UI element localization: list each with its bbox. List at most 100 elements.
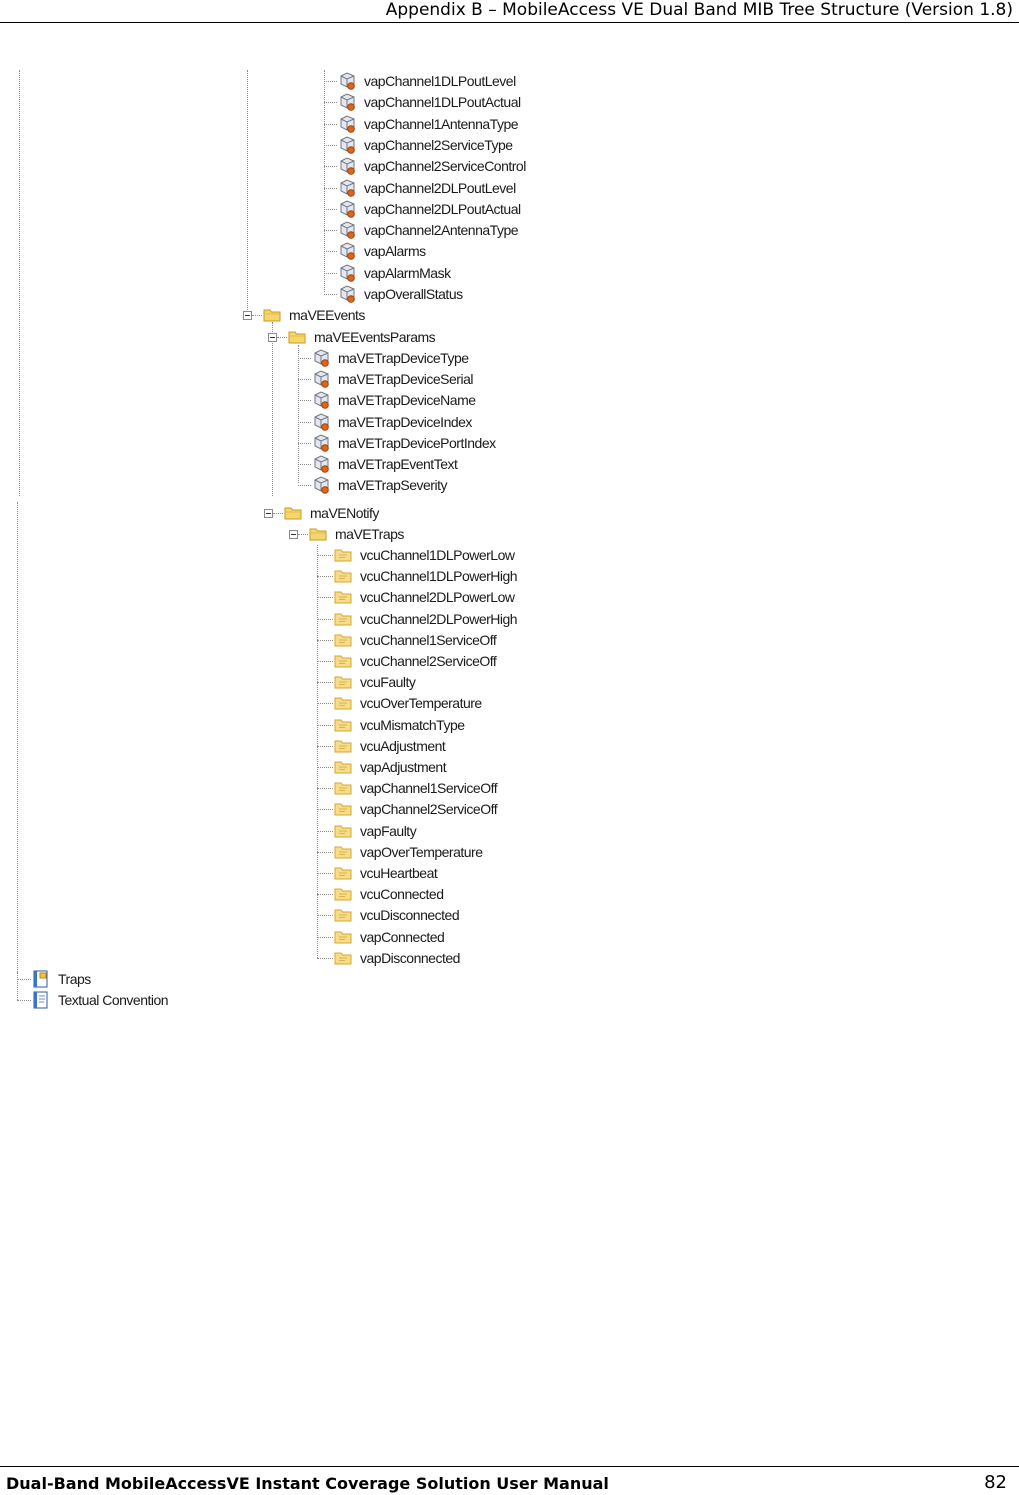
trap-vap-adjustment[interactable]: vapAdjustment bbox=[333, 757, 447, 777]
trap-folder-icon bbox=[333, 927, 354, 947]
mib-object-vap-channel2-antenna-type[interactable]: vapChannel2AntennaType bbox=[337, 220, 519, 240]
mib-object-icon bbox=[337, 241, 358, 261]
tree-node-label: vcuChannel2DLPowerHigh bbox=[360, 610, 518, 627]
collapse-toggle-icon[interactable] bbox=[243, 311, 252, 320]
trap-vcu-channel2-dlpower-low[interactable]: vcuChannel2DLPowerLow bbox=[333, 587, 515, 607]
mib-object-vap-channel2-service-control[interactable]: vapChannel2ServiceControl bbox=[337, 156, 526, 176]
mib-object-vap-alarms[interactable]: vapAlarms bbox=[337, 241, 426, 261]
tree-node-label: vcuHeartbeat bbox=[360, 865, 438, 881]
page-header: Appendix B – MobileAccess VE Dual Band M… bbox=[0, 0, 1019, 23]
mib-object-ma-vetrap-device-serial[interactable]: maVETrapDeviceSerial bbox=[311, 369, 473, 389]
mib-object-vap-channel1-dlpout-level[interactable]: vapChannel1DLPoutLevel bbox=[337, 71, 516, 91]
mib-object-vap-overall-status[interactable]: vapOverallStatus bbox=[337, 284, 463, 304]
tree-guide-line bbox=[298, 442, 311, 444]
trap-vap-channel1-service-off[interactable]: vapChannel1ServiceOff bbox=[333, 778, 498, 798]
trap-vcu-heartbeat[interactable]: vcuHeartbeat bbox=[333, 863, 438, 883]
tree-node-label: maVETrapDeviceName bbox=[338, 392, 476, 409]
mib-object-ma-vetrap-device-name[interactable]: maVETrapDeviceName bbox=[311, 390, 476, 410]
trap-folder-icon bbox=[333, 799, 354, 819]
trap-vap-channel2-service-off[interactable]: vapChannel2ServiceOff bbox=[333, 799, 498, 819]
tree-node-label: Traps bbox=[58, 971, 91, 987]
tree-node-label: vcuAdjustment bbox=[360, 737, 446, 754]
tree-node-label: vapChannel2ServiceType bbox=[364, 136, 513, 153]
trap-vap-over-temperature[interactable]: vapOverTemperature bbox=[333, 842, 483, 862]
mib-object-vap-channel2-service-type[interactable]: vapChannel2ServiceType bbox=[337, 135, 513, 155]
tree-node-label: vcuChannel2DLPowerLow bbox=[360, 589, 515, 606]
tree-guide-line bbox=[298, 421, 311, 423]
mib-object-ma-vetrap-device-type[interactable]: maVETrapDeviceType bbox=[311, 348, 469, 368]
tree-node-label: maVETrapDeviceSerial bbox=[338, 371, 473, 388]
tree-guide-line bbox=[317, 576, 333, 578]
tree-guide-line bbox=[317, 957, 333, 959]
mib-object-ma-vetrap-device-index[interactable]: maVETrapDeviceIndex bbox=[311, 412, 472, 432]
trap-vcu-channel2-service-off[interactable]: vcuChannel2ServiceOff bbox=[333, 651, 497, 671]
tree-guide-line bbox=[298, 534, 308, 535]
trap-folder-icon bbox=[333, 587, 354, 607]
folder-ma-veevents-params[interactable]: maVEEventsParams bbox=[287, 327, 436, 347]
tree-guide-line bbox=[317, 830, 333, 832]
trap-folder-icon bbox=[333, 545, 354, 565]
collapse-toggle-icon[interactable] bbox=[289, 530, 298, 539]
trap-vap-connected[interactable]: vapConnected bbox=[333, 927, 445, 947]
trap-vcu-channel1-dlpower-low[interactable]: vcuChannel1DLPowerLow bbox=[333, 545, 515, 565]
mib-object-icon bbox=[337, 156, 358, 176]
folder-ma-veevents[interactable]: maVEEvents bbox=[262, 305, 365, 325]
collapse-toggle-icon[interactable] bbox=[264, 509, 273, 518]
trap-vcu-channel1-service-off[interactable]: vcuChannel1ServiceOff bbox=[333, 630, 497, 650]
mib-object-vap-channel2-dlpout-actual[interactable]: vapChannel2DLPoutActual bbox=[337, 199, 521, 219]
module-traps[interactable]: Traps bbox=[31, 969, 91, 989]
mib-object-ma-vetrap-device-port-index[interactable]: maVETrapDevicePortIndex bbox=[311, 433, 496, 453]
mib-object-icon bbox=[337, 284, 358, 304]
tree-node-label: vapChannel1ServiceOff bbox=[360, 780, 498, 797]
tree-node-label: vcuDisconnected bbox=[360, 907, 460, 924]
trap-folder-icon bbox=[333, 757, 354, 777]
mib-object-vap-alarm-mask[interactable]: vapAlarmMask bbox=[337, 263, 451, 283]
mib-object-vap-channel1-dlpout-actual[interactable]: vapChannel1DLPoutActual bbox=[337, 92, 521, 112]
trap-vap-disconnected[interactable]: vapDisconnected bbox=[333, 948, 460, 968]
tree-node-label: vcuMismatchType bbox=[360, 716, 465, 733]
mib-object-icon bbox=[311, 454, 332, 474]
mib-object-ma-vetrap-severity[interactable]: maVETrapSeverity bbox=[311, 475, 447, 495]
collapse-toggle-icon[interactable] bbox=[268, 333, 277, 342]
tree-guide-line bbox=[317, 703, 333, 705]
trap-folder-icon bbox=[333, 842, 354, 862]
mib-object-icon bbox=[337, 263, 358, 283]
tree-node-label: maVETrapDeviceType bbox=[338, 350, 469, 366]
page-header-title: Appendix B – MobileAccess VE Dual Band M… bbox=[385, 0, 1013, 20]
tree-guide-line bbox=[317, 545, 318, 958]
tree-guide-line bbox=[317, 745, 333, 747]
tree-guide-line bbox=[324, 102, 337, 104]
tree-guide-line bbox=[324, 166, 337, 168]
tree-guide-line bbox=[298, 464, 311, 465]
trap-folder-icon bbox=[333, 651, 354, 671]
trap-vap-faulty[interactable]: vapFaulty bbox=[333, 821, 417, 841]
tree-node-label: maVENotify bbox=[310, 505, 379, 521]
module-textual-convention[interactable]: Textual Convention bbox=[31, 990, 169, 1010]
tree-guide-line bbox=[317, 936, 333, 938]
mib-module-icon bbox=[31, 990, 52, 1010]
mib-object-vap-channel2-dlpout-level[interactable]: vapChannel2DLPoutLevel bbox=[337, 178, 516, 198]
trap-vcu-channel2-dlpower-high[interactable]: vcuChannel2DLPowerHigh bbox=[333, 609, 518, 629]
folder-ma-venotify[interactable]: maVENotify bbox=[283, 503, 379, 523]
trap-vcu-channel1-dlpower-high[interactable]: vcuChannel1DLPowerHigh bbox=[333, 566, 518, 586]
tree-node-label: vapAlarmMask bbox=[364, 264, 451, 281]
tree-node-label: Textual Convention bbox=[58, 992, 169, 1008]
trap-vcu-faulty[interactable]: vcuFaulty bbox=[333, 672, 416, 692]
trap-vcu-over-temperature[interactable]: vcuOverTemperature bbox=[333, 693, 482, 713]
tree-guide-line bbox=[298, 379, 311, 381]
mib-object-icon bbox=[337, 199, 358, 219]
mib-object-vap-channel1-antenna-type[interactable]: vapChannel1AntennaType bbox=[337, 114, 519, 134]
tree-node-label: vcuFaulty bbox=[360, 674, 416, 691]
trap-vcu-adjustment[interactable]: vcuAdjustment bbox=[333, 736, 446, 756]
trap-vcu-connected[interactable]: vcuConnected bbox=[333, 884, 444, 904]
trap-vcu-mismatch-type[interactable]: vcuMismatchType bbox=[333, 715, 465, 735]
tree-guide-line bbox=[317, 618, 333, 620]
tree-guide-line bbox=[317, 767, 333, 768]
trap-vcu-disconnected[interactable]: vcuDisconnected bbox=[333, 905, 460, 925]
tree-node-label: vapOverallStatus bbox=[364, 286, 463, 302]
tree-node-label: maVEEventsParams bbox=[314, 329, 436, 345]
tree-guide-line bbox=[324, 294, 337, 295]
folder-ma-vetraps[interactable]: maVETraps bbox=[308, 524, 404, 544]
mib-object-ma-vetrap-event-text[interactable]: maVETrapEventText bbox=[311, 454, 458, 474]
